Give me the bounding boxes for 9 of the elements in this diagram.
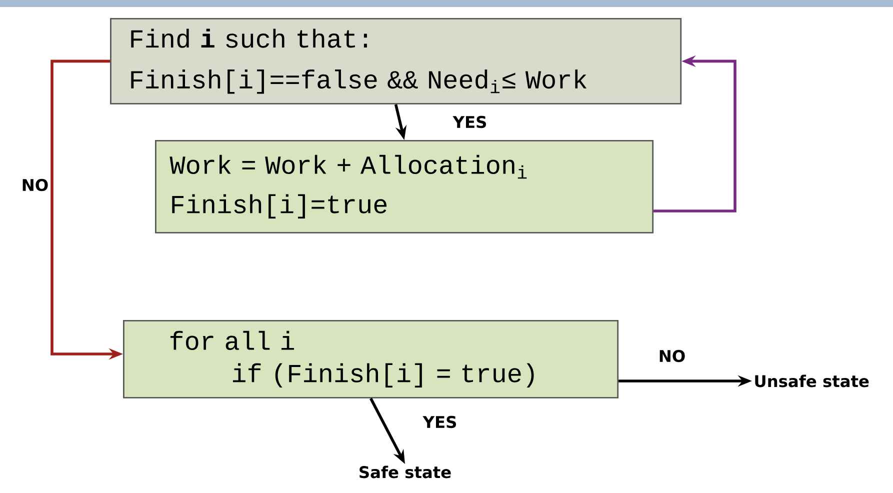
edge-label: YES — [421, 414, 459, 430]
process-box: Work = Work + Allocation$_{i}$ Finish[i]=true — [155, 140, 654, 234]
process-box: for all i if (Finish[i] = true) — [123, 320, 619, 398]
state-label: Safe state — [360, 466, 451, 478]
state-label: Unsafe state — [755, 374, 869, 388]
edge-label: NO — [656, 348, 688, 364]
edge-label: YES — [451, 114, 489, 130]
process-box: Find i such that: Finish[i]==false && Need$_{i}$≤ Work — [110, 18, 682, 104]
edge-label: NO — [20, 177, 50, 193]
